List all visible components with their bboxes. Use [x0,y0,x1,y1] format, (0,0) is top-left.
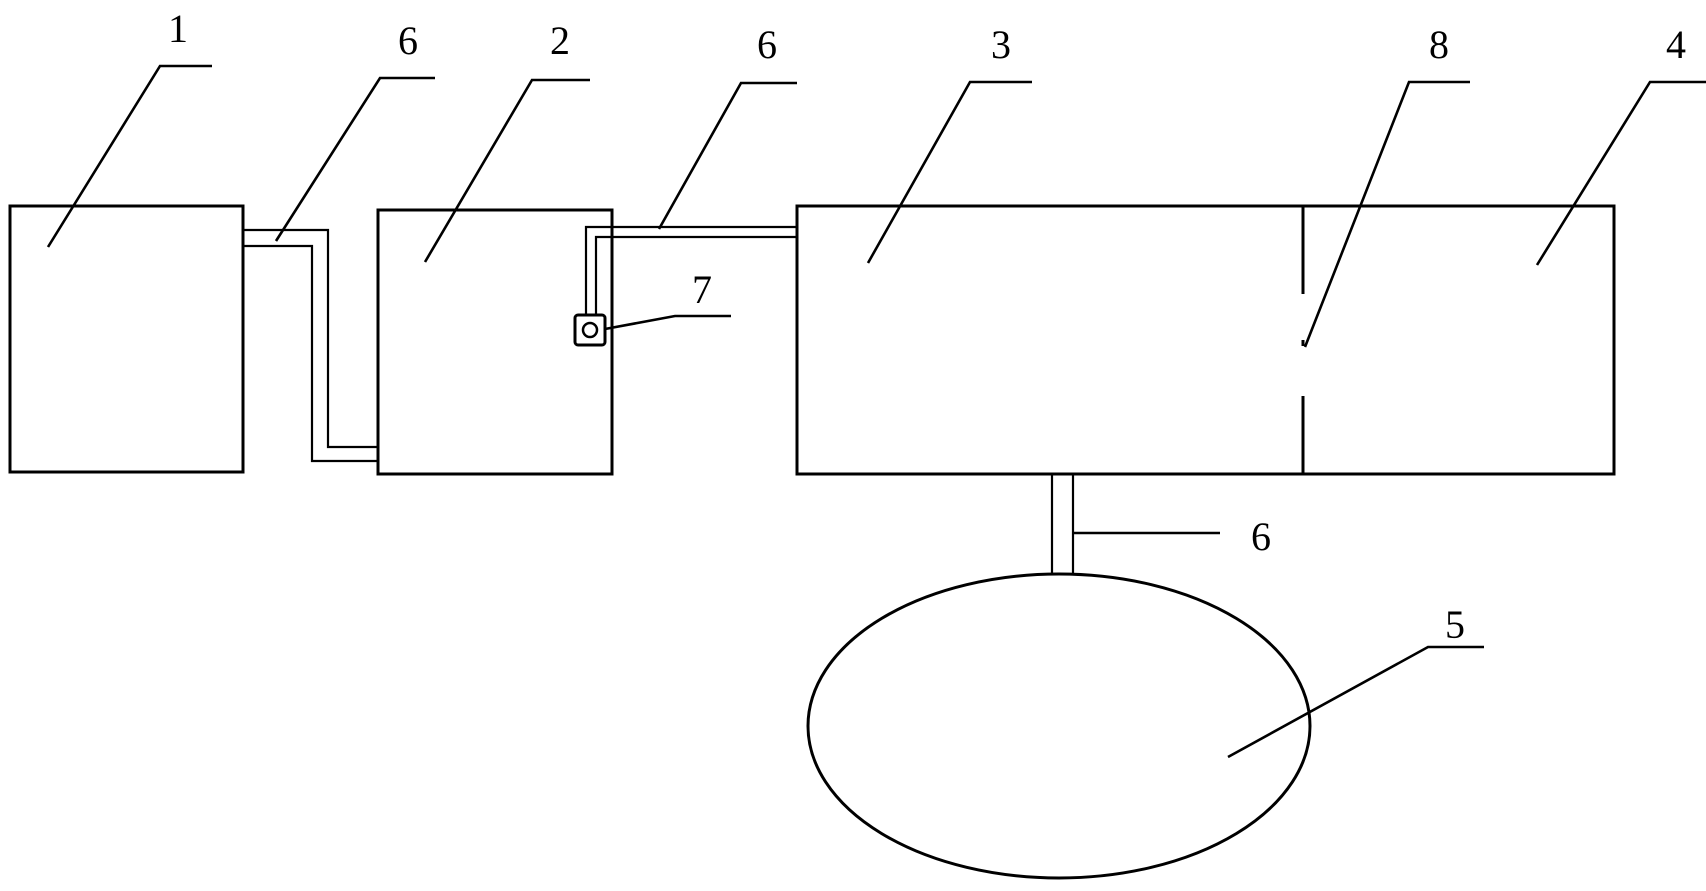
label-4: 4 [1666,22,1686,67]
pipe-1-to-2 [243,228,378,463]
label-1: 1 [168,6,188,51]
leader-4 [1535,80,1706,266]
label-8: 8 [1429,22,1449,67]
component-5-ellipse [806,572,1312,880]
label-6-top-mid: 6 [757,22,777,67]
leader-6b [657,81,797,230]
pipe-2-to-3 [584,225,797,322]
leader-lines [46,64,1706,759]
component-3-4-tank [795,204,1616,476]
pipe-3-to-5 [1050,474,1075,575]
label-5: 5 [1445,602,1465,647]
leader-3 [866,80,1032,264]
label-2: 2 [550,18,570,63]
label-6-bottom: 6 [1251,514,1271,559]
label-6-top-left: 6 [398,18,418,63]
leader-7 [604,314,731,331]
leader-6a [274,76,435,242]
leader-2 [423,78,590,263]
leader-5 [1227,645,1484,759]
component-1-box [8,204,245,474]
valve-7-icon [573,313,607,347]
leader-1 [46,64,212,248]
leader-8 [1303,80,1470,348]
label-7: 7 [692,267,712,312]
label-3: 3 [991,22,1011,67]
component-2-box [376,208,614,476]
